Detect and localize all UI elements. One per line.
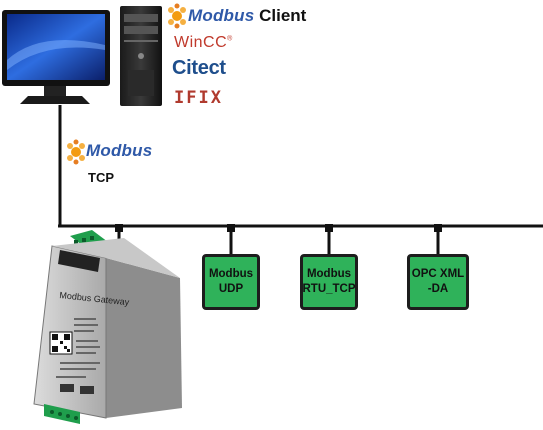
modbus-logo-icon [67, 139, 85, 165]
tcp-label: TCP [88, 170, 114, 185]
client-word: Client [259, 6, 307, 25]
tcp-modbus-word: Modbus [86, 141, 153, 160]
opc-xml-da-box: OPC XML -DA [407, 254, 469, 310]
modbus-logo-icon [168, 3, 186, 29]
modbus-rtu-tcp-box: Modbus RTU_TCP [300, 254, 358, 310]
modbus-word: Modbus [188, 6, 255, 25]
monitor-icon [2, 10, 110, 104]
ifix-logo: IFIX [174, 88, 223, 108]
client-modbus-label: Modbus Client [188, 6, 306, 26]
pc-tower-icon [120, 6, 162, 106]
gateway-device [33, 230, 182, 424]
modbus-udp-box: Modbus UDP [202, 254, 260, 310]
citect-logo: Citect [172, 57, 226, 79]
wincc-logo: WinCC® [174, 34, 233, 51]
